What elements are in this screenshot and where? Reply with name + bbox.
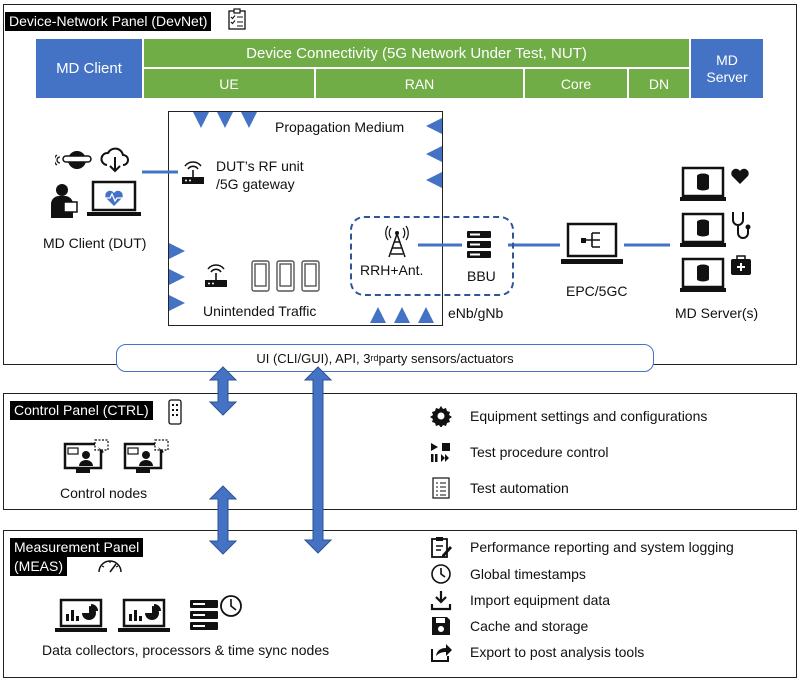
segment-core: Core xyxy=(525,69,627,98)
laptop-chart-icon xyxy=(55,598,107,632)
device-connectivity-header: Device Connectivity (5G Network Under Te… xyxy=(144,39,689,67)
double-arrow-ctrl-meas xyxy=(208,485,238,555)
laptop-chart-icon xyxy=(118,598,170,632)
rrh-label: RRH+Ant. xyxy=(360,262,424,278)
save-disk-icon xyxy=(432,617,450,635)
meas-item-label: Global timestamps xyxy=(470,566,586,582)
cloud-download-icon xyxy=(100,147,129,173)
laptop-heart-icon xyxy=(87,180,141,216)
ctrl-panel-title: Control Panel (CTRL) xyxy=(10,401,153,420)
server-stethoscope-icon xyxy=(680,212,751,247)
ctrl-item-label: Test procedure control xyxy=(470,444,609,460)
epc-5gc-label: EPC/5GC xyxy=(566,283,628,299)
network-links xyxy=(142,170,670,247)
meas-nodes-label: Data collectors, processors & time sync … xyxy=(42,642,330,658)
segment-dn: DN xyxy=(629,69,689,98)
enb-gnb-label: eNb/gNb xyxy=(448,305,504,321)
wearable-user-icon xyxy=(55,151,92,169)
meas-panel-title-1: Measurement Panel xyxy=(10,538,144,557)
md-servers-label: MD Server(s) xyxy=(675,305,759,321)
meas-item-cache: Cache and storage xyxy=(430,615,588,637)
smartphones-icon xyxy=(251,260,320,292)
meas-item-label: Cache and storage xyxy=(470,618,589,634)
router-icon xyxy=(182,161,204,184)
gauge-icon xyxy=(98,560,122,573)
md-client-header: MD Client xyxy=(36,39,142,98)
md-client-dut-label: MD Client (DUT) xyxy=(43,235,147,251)
meas-item-label: Import equipment data xyxy=(470,592,611,608)
checklist-icon xyxy=(228,8,246,30)
bbu-label: BBU xyxy=(467,268,496,284)
segment-ue: UE xyxy=(144,69,314,98)
meas-item-label: Export to post analysis tools xyxy=(470,644,645,660)
laptop-network-icon xyxy=(561,222,623,264)
ctrl-item-test-automation: Test automation xyxy=(430,477,569,499)
dut-rf-unit-label: DUT’s RF unit xyxy=(216,158,304,174)
server-clock-icon xyxy=(190,595,242,630)
clock-icon xyxy=(431,564,451,584)
share-export-icon xyxy=(431,644,452,662)
meas-item-performance: Performance reporting and system logging xyxy=(430,536,734,558)
patient-icon xyxy=(51,184,78,218)
gateway-5g-label: /5G gateway xyxy=(216,176,295,192)
control-node-icon xyxy=(123,439,169,473)
remote-control-icon xyxy=(168,399,182,425)
double-arrow-devnet-ctrl xyxy=(208,366,238,416)
interference-triangles xyxy=(169,112,442,323)
download-icon xyxy=(430,591,452,611)
interface-text-suffix: party sensors/actuators xyxy=(378,350,514,366)
ctrl-item-label: Test automation xyxy=(470,480,569,496)
meas-panel xyxy=(3,530,797,678)
meas-item-label: Performance reporting and system logging xyxy=(470,539,734,555)
interface-text-prefix: UI (CLI/GUI), API, 3 xyxy=(256,350,371,366)
ctrl-item-label: Equipment settings and configurations xyxy=(470,408,708,424)
control-node-icon xyxy=(63,439,109,473)
control-nodes-label: Control nodes xyxy=(60,485,148,501)
meas-item-import: Import equipment data xyxy=(430,589,610,611)
ctrl-item-equipment-settings: Equipment settings and configurations xyxy=(430,405,707,427)
meas-panel-title-2: (MEAS) xyxy=(10,557,67,576)
antenna-tower-icon xyxy=(385,225,409,258)
devnet-panel-title: Device-Network Panel (DevNet) xyxy=(5,12,212,31)
ctrl-item-test-procedure: Test procedure control xyxy=(430,441,609,463)
gear-icon xyxy=(430,406,452,427)
double-arrow-devnet-meas xyxy=(303,366,333,554)
md-server-header: MD Server xyxy=(691,39,763,98)
meas-item-export: Export to post analysis tools xyxy=(430,641,644,663)
server-rack-icon xyxy=(467,231,491,258)
server-medkit-icon xyxy=(680,255,751,292)
enb-gnb-group xyxy=(350,216,514,296)
segment-ran: RAN xyxy=(316,69,523,98)
media-controls-icon xyxy=(431,443,450,462)
server-heart-icon xyxy=(680,166,749,201)
interface-text-sup: rd xyxy=(370,353,379,363)
router-icon xyxy=(205,264,227,287)
propagation-medium-label: Propagation Medium xyxy=(275,119,405,135)
clipboard-edit-icon xyxy=(431,537,452,558)
checklist-doc-icon xyxy=(432,477,450,499)
ctrl-panel xyxy=(3,393,797,510)
propagation-medium-box xyxy=(168,111,443,326)
meas-item-timestamps: Global timestamps xyxy=(430,563,586,585)
unintended-traffic-label: Unintended Traffic xyxy=(203,303,317,319)
